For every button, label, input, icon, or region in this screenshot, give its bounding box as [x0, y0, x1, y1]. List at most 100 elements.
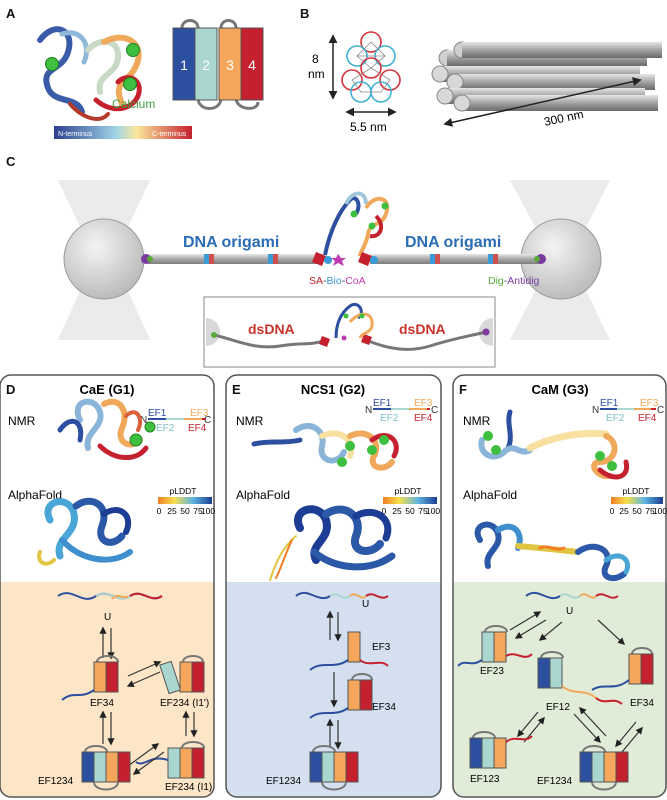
- calcium-label: Calcium: [112, 97, 155, 111]
- dsdna-right-label: dsDNA: [399, 321, 446, 337]
- dig-antidig-label: Dig-Antidig: [488, 275, 540, 287]
- linker-chemistry-label: SA-Bio-CoA: [309, 275, 366, 287]
- state-ef234-i1prime-g1: EF234 (I1'): [160, 698, 209, 709]
- optical-trap-cone-left: [58, 262, 150, 340]
- panel-label-c: C: [6, 154, 16, 169]
- terminus-colorbar: [54, 126, 192, 139]
- optical-trap-cone-right: [510, 262, 610, 340]
- column-title-g1: CaE (G1): [80, 382, 135, 397]
- svg-text:25: 25: [619, 506, 629, 516]
- trap-bead-left: [63, 218, 145, 300]
- ef-legend-g1: EF1 EF3 N C EF2 EF4: [140, 408, 211, 434]
- svg-text:C: C: [431, 405, 438, 416]
- plddt-colorbar-g3: pLDDT 0 25 50 75 100: [610, 486, 667, 516]
- svg-text:EF4: EF4: [414, 413, 433, 424]
- svg-text:N: N: [592, 405, 599, 416]
- svg-text:EF3: EF3: [414, 398, 433, 409]
- linker-streptavidin-left: [312, 252, 332, 266]
- svg-text:100: 100: [426, 506, 440, 516]
- calcium-protein-tethered: [323, 191, 390, 257]
- svg-text:C: C: [204, 415, 211, 426]
- ef-legend-g2: EF1 EF3 N C EF2 EF4: [365, 398, 438, 424]
- colorbar-c-label: C-terminus: [152, 131, 187, 138]
- panel-label-f: F: [459, 382, 467, 397]
- svg-text:100: 100: [653, 506, 667, 516]
- svg-text:EF2: EF2: [606, 413, 625, 424]
- plddt-colorbar-g1: pLDDT 0 25 50 75 100: [157, 486, 216, 516]
- height-unit: nm: [308, 67, 325, 81]
- state-ef123-g3: EF123: [470, 774, 500, 785]
- svg-text:0: 0: [157, 506, 162, 516]
- svg-text:50: 50: [405, 506, 415, 516]
- svg-text:EF1: EF1: [600, 398, 619, 409]
- svg-text:C: C: [657, 405, 664, 416]
- helix-4: [240, 27, 264, 101]
- dna-origami-left-label: DNA origami: [183, 234, 279, 251]
- svg-text:EF1: EF1: [373, 398, 392, 409]
- state-ef1234-g2: EF1234: [266, 776, 301, 787]
- svg-text:EF3: EF3: [640, 398, 659, 409]
- helix-topology-diagram: 1 2 3 4: [172, 19, 264, 110]
- svg-text:N: N: [140, 415, 147, 426]
- optical-trap-cone-right: [510, 180, 610, 255]
- alphafold-label-g1: AlphaFold: [8, 488, 62, 502]
- width-value: 5.5 nm: [350, 120, 387, 134]
- state-ef23-g3: EF23: [480, 666, 504, 677]
- length-arrow: [443, 77, 642, 127]
- folding-network-g2: U EF3 EF34 EF1234: [266, 591, 396, 791]
- state-u-g1: U: [104, 612, 111, 623]
- svg-text:75: 75: [645, 506, 655, 516]
- state-u-g3: U: [566, 606, 573, 617]
- folding-network-g3: U EF23 EF12 EF34: [457, 591, 654, 791]
- panel-label-b: B: [300, 6, 309, 21]
- state-ef34-g3: EF34: [630, 698, 654, 709]
- nmr-structure-g1: [57, 398, 156, 460]
- state-ef34-g1: EF34: [90, 698, 114, 709]
- svg-text:100: 100: [201, 506, 215, 516]
- plddt-colorbar-g2: pLDDT 0 25 50 75 100: [382, 486, 441, 516]
- folding-network-g1: U EF34 EF234 (I1') EF234 (I1): [38, 592, 212, 793]
- svg-text:EF4: EF4: [188, 423, 207, 434]
- svg-text:75: 75: [193, 506, 203, 516]
- state-ef1234-g1: EF1234: [38, 776, 73, 787]
- svg-text:EF3: EF3: [190, 408, 209, 419]
- panel-label-e: E: [232, 382, 241, 397]
- svg-text:EF2: EF2: [156, 423, 175, 434]
- panel-e: E NCS1 (G2) NMR AlphaFold: [225, 374, 442, 798]
- svg-text:50: 50: [180, 506, 190, 516]
- svg-text:0: 0: [382, 506, 387, 516]
- state-ef34-g2: EF34: [372, 702, 396, 713]
- optical-trap-cone-left: [58, 180, 150, 255]
- helix-2: [194, 27, 218, 101]
- svg-text:pLDDT: pLDDT: [395, 486, 422, 496]
- svg-text:25: 25: [392, 506, 402, 516]
- alphafold-structure-g3: [474, 521, 630, 582]
- nmr-label-g1: NMR: [8, 414, 36, 428]
- state-u-g2: U: [362, 599, 369, 610]
- helix-2-label: 2: [202, 57, 210, 73]
- panel-label-a: A: [6, 6, 16, 21]
- dsdna-inset: dsDNA dsDNA: [203, 296, 496, 368]
- svg-text:EF1: EF1: [148, 408, 167, 419]
- svg-text:pLDDT: pLDDT: [170, 486, 197, 496]
- calcium-ion: [45, 57, 59, 71]
- calcium-ion: [126, 43, 140, 57]
- helix-1-label: 1: [180, 57, 188, 73]
- panel-label-d: D: [6, 382, 15, 397]
- linker-streptavidin-right: [358, 252, 378, 266]
- alphafold-label-g2: AlphaFold: [236, 488, 290, 502]
- svg-text:N: N: [365, 405, 372, 416]
- alphafold-structure-g1: [37, 497, 133, 566]
- dsdna-left-label: dsDNA: [248, 321, 295, 337]
- column-title-g2: NCS1 (G2): [301, 382, 365, 397]
- helix-bundle-cross-section: [341, 31, 401, 103]
- nmr-label-g2: NMR: [236, 414, 264, 428]
- column-title-g3: CaM (G3): [531, 382, 588, 397]
- state-ef12-g3: EF12: [546, 702, 570, 713]
- state-ef3-g2: EF3: [372, 642, 391, 653]
- svg-text:EF2: EF2: [380, 413, 399, 424]
- dna-origami-right-label: DNA origami: [405, 234, 501, 251]
- alphafold-structure-g2: [269, 505, 396, 581]
- panel-d: D CaE (G1) NMR AlphaFold: [0, 374, 215, 798]
